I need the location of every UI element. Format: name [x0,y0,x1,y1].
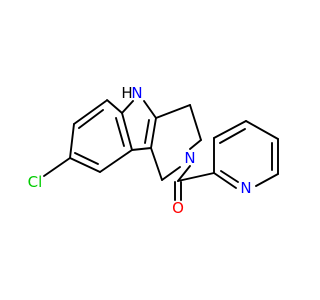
pyridine-n-label: N [240,179,251,197]
indole-h-label: H [121,84,132,102]
bond [74,152,99,165]
bond [78,109,104,129]
bond [177,172,215,182]
bond [150,117,157,149]
bond [69,157,101,173]
indole-n-label: N [131,84,142,102]
bond [177,165,191,182]
bond [144,119,150,144]
bond [213,120,247,139]
bond [106,99,123,114]
bond [213,172,237,189]
bond [73,100,107,125]
bond [131,147,152,151]
bond [99,149,133,173]
piperidine-n-label: N [184,149,195,167]
bond [155,104,191,119]
bond [219,128,246,144]
bond [255,173,279,187]
bond [69,123,75,159]
carbonyl-o-label: O [172,199,184,217]
bond [143,100,157,119]
bond [220,170,239,183]
bond [189,139,202,150]
bond [121,100,134,114]
bond [43,157,71,177]
chlorine-label: Cl [28,173,43,191]
bond [245,120,279,140]
bond [161,166,181,181]
bond [189,104,202,141]
atom-labels: N H N N O Cl [28,84,252,217]
bond [121,112,133,151]
molecule-structure: N H N N O Cl [28,84,279,217]
bonds [43,99,279,201]
bond [115,117,125,147]
bond [150,147,163,181]
